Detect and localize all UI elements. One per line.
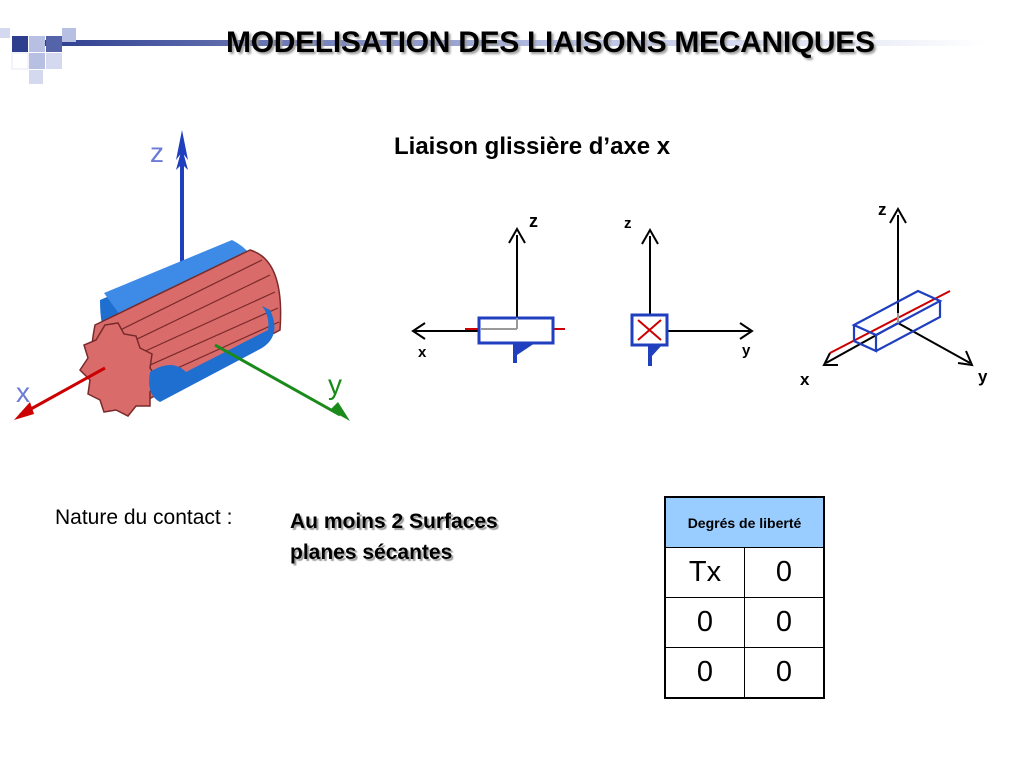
table-row: Tx 0 [664, 547, 825, 598]
y-axis-arrowhead [330, 402, 350, 421]
table-cell-rotation: 0 [744, 597, 825, 648]
z-axis-label: z [529, 211, 538, 231]
housing-front [149, 306, 275, 402]
z-axis-label: z [150, 137, 164, 168]
header-square [29, 70, 43, 84]
header-square [46, 36, 62, 52]
z-axis-label: z [878, 200, 887, 219]
table-cell-translation: Tx [664, 547, 745, 598]
y-axis-arrowhead [957, 350, 974, 367]
table-cell-translation: 0 [664, 597, 745, 648]
x-axis-label: x [418, 344, 427, 361]
contact-nature-label: Nature du contact : [55, 506, 233, 529]
header-gradient-bar [45, 40, 985, 46]
table-header: Degrés de liberté [664, 496, 825, 548]
table-row: 0 0 [664, 597, 825, 648]
slider-box [851, 289, 943, 353]
y-axis-label: y [328, 369, 342, 400]
table-row: 0 0 [664, 647, 825, 699]
header-square [46, 53, 62, 69]
x-axis-arrowhead [411, 322, 426, 340]
y-axis-arrowhead [739, 322, 754, 340]
y-axis-label: y [978, 367, 988, 386]
slide-subtitle: Liaison glissière d’axe x [394, 133, 671, 160]
contact-nature-value: Au moins 2 Surfaces planes sécantes [290, 506, 498, 568]
y-axis-label: y [742, 342, 751, 359]
header-square [0, 28, 10, 38]
header-decoration [0, 28, 985, 84]
x-axis-arrowhead [14, 402, 34, 420]
table-cell-rotation: 0 [744, 647, 825, 699]
x-axis-label: x [16, 377, 30, 408]
z-axis-arrowhead [508, 226, 526, 244]
page-title: MODELISATION DES LIAISONS MECANIQUES [226, 26, 875, 59]
x-axis-arrowhead [822, 352, 838, 366]
contact-nature-value-line: Au moins 2 Surfaces [290, 510, 498, 533]
header-square [62, 28, 76, 42]
ground-flag [513, 343, 535, 363]
z-axis-arrowhead [176, 130, 188, 160]
table-cell-rotation: 0 [744, 547, 825, 598]
ground-flag [648, 345, 662, 366]
guide-bar [829, 290, 951, 354]
shaft-end-face [79, 322, 159, 417]
contact-nature-value-line: planes sécantes [290, 541, 453, 564]
table-header-row: Degrés de liberté [664, 496, 825, 548]
z-axis-arrowhead [889, 206, 907, 224]
table-cell-translation: 0 [664, 647, 745, 699]
header-square [29, 36, 45, 52]
schema-planar-yz: z y [624, 215, 754, 366]
housing-top [104, 240, 255, 315]
schema-3d: z y x [800, 200, 988, 389]
cross-mark [637, 319, 662, 341]
header-square [29, 53, 45, 69]
z-axis-arrowhead [176, 148, 188, 170]
y-axis [214, 343, 341, 417]
header-square [12, 36, 28, 52]
slide-joint-3d-illustration: z x y [14, 130, 350, 421]
x-axis [19, 366, 106, 417]
z-axis-label: z [624, 215, 632, 232]
schema-planar-xz: z x [411, 211, 565, 363]
z-axis-arrowhead [641, 227, 659, 245]
x-axis-label: x [800, 370, 810, 389]
header-square [11, 52, 29, 70]
y-axis [897, 322, 971, 364]
degrees-of-freedom-table: Degrés de liberté Tx 0 0 0 0 0 [664, 496, 825, 699]
